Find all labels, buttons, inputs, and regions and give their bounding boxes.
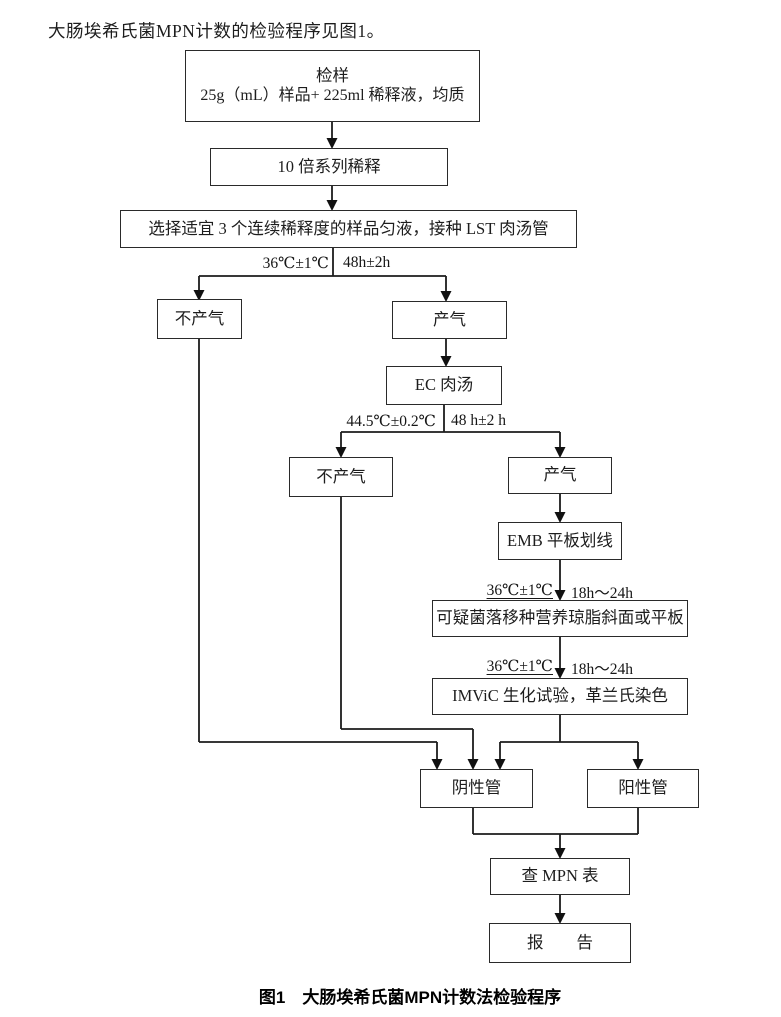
edge-label-ec-time: 48 h±2 h	[451, 412, 507, 429]
node-emb-plate: EMB 平板划线	[498, 522, 622, 560]
node-serial-dilution: 10 倍系列稀释	[210, 148, 448, 186]
edge-label-lst-time: 48h±2h	[343, 254, 391, 271]
node-imvic-label: IMViC 生化试验，革兰氏染色	[452, 686, 668, 706]
intro-text: 大肠埃希氏菌MPN计数的检验程序见图1。	[48, 21, 385, 41]
node-select-dilutions: 选择适宜 3 个连续稀释度的样品匀液，接种 LST 肉汤管	[120, 210, 577, 248]
edge-label-emb-temperature: 36℃±1℃	[486, 582, 553, 599]
node-suspect-colony-label: 可疑菌落移种营养琼脂斜面或平板	[436, 608, 684, 628]
node-select-dilutions-label: 选择适宜 3 个连续稀释度的样品匀液，接种 LST 肉汤管	[148, 218, 549, 238]
node-ec-broth-label: EC 肉汤	[414, 375, 474, 395]
node-suspect-colony: 可疑菌落移种营养琼脂斜面或平板	[432, 600, 688, 637]
edge-label-imvic-temperature: 36℃±1℃	[486, 658, 553, 675]
figure-caption: 图1 大肠埃希氏菌MPN计数法检验程序	[258, 988, 562, 1007]
edge-label-emb-time: 18h～24h	[571, 585, 634, 602]
node-negative-tubes-label: 阴性管	[451, 778, 502, 798]
arrowheads	[193, 138, 644, 924]
node-emb-plate-label: EMB 平板划线	[507, 530, 613, 550]
edge-label-imvic-time: 18h～24h	[571, 661, 634, 678]
node-ec-broth: EC 肉汤	[386, 366, 502, 405]
node-gas-ec: 产气	[508, 457, 612, 494]
edge-label-lst-temperature: 36℃±1℃	[262, 255, 329, 272]
edge-label-ec-temperature: 44.5℃±0.2℃	[346, 413, 436, 430]
node-mpn-table: 查 MPN 表	[490, 858, 630, 895]
node-sample: 检样 25g（mL）样品+ 225ml 稀释液，均质	[185, 50, 480, 122]
node-no-gas-ec-label: 不产气	[316, 466, 366, 486]
node-serial-dilution-label: 10 倍系列稀释	[277, 156, 381, 176]
node-no-gas-lst-label: 不产气	[174, 308, 225, 328]
node-positive-tubes: 阳性管	[587, 769, 699, 808]
node-sample-detail: 25g（mL）样品+ 225ml 稀释液，均质	[200, 87, 465, 105]
node-imvic: IMViC 生化试验，革兰氏染色	[432, 678, 688, 715]
node-report-label: 报 告	[527, 932, 593, 952]
node-no-gas-ec: 不产气	[289, 457, 393, 497]
node-negative-tubes: 阴性管	[420, 769, 533, 808]
node-report: 报 告	[489, 923, 631, 963]
node-mpn-table-label: 查 MPN 表	[521, 866, 599, 886]
node-gas-lst-label: 产气	[433, 309, 466, 329]
node-positive-tubes-label: 阳性管	[618, 778, 668, 798]
node-sample-title: 检样	[316, 65, 349, 85]
node-gas-ec-label: 产气	[543, 465, 577, 485]
node-no-gas-lst: 不产气	[157, 299, 242, 339]
node-gas-lst: 产气	[392, 301, 507, 339]
